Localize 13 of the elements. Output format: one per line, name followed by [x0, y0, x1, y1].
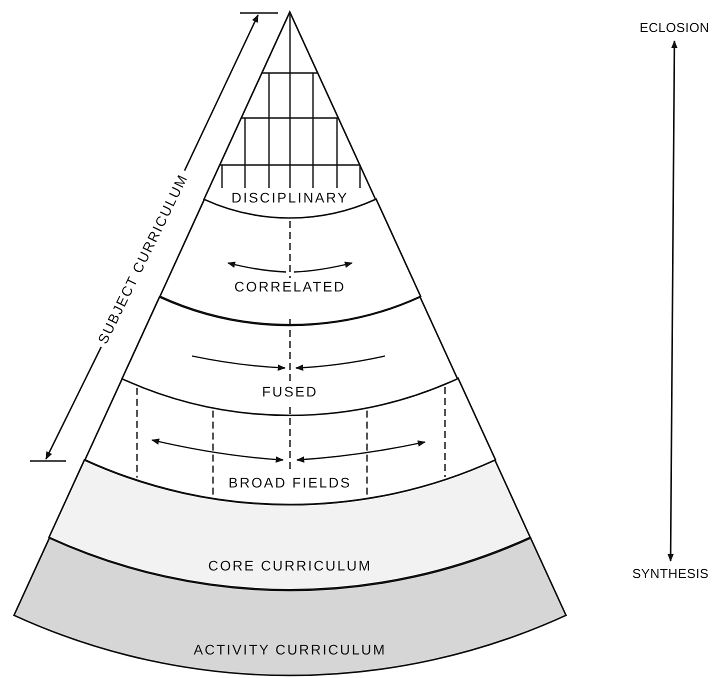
curriculum-band: [49, 460, 531, 590]
band-label: CORRELATED: [234, 277, 346, 296]
curriculum-band: [14, 538, 566, 675]
scale-label: SYNTHESIS: [632, 565, 709, 584]
band-label: CORE CURRICULUM: [208, 556, 372, 576]
double-arrow: [667, 40, 678, 562]
band-label: ACTIVITY CURRICULUM: [194, 640, 386, 660]
band-label: DISCIPLINARY: [231, 188, 349, 208]
scale-label: ECLOSION: [640, 19, 710, 38]
band-label: FUSED: [262, 382, 318, 402]
band-label: BROAD FIELDS: [228, 473, 352, 492]
curriculum-band: [204, 12, 376, 218]
curriculum-band: [84, 378, 496, 505]
